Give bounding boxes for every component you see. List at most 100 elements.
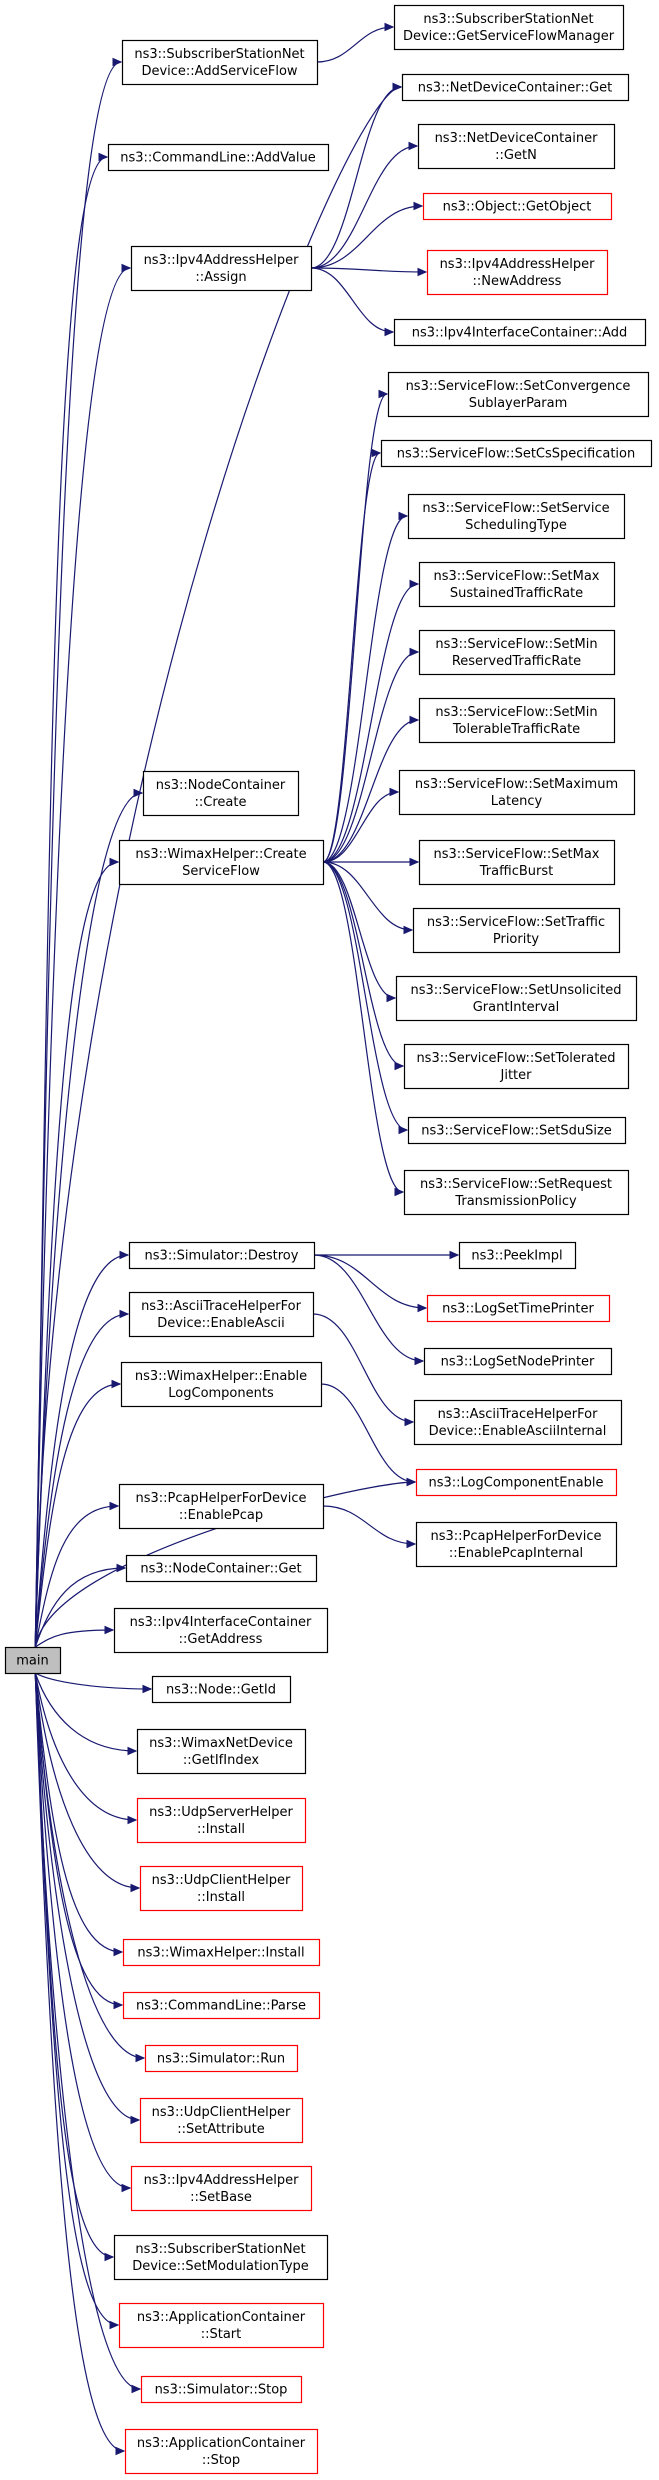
node-label: ServiceFlow <box>182 864 260 879</box>
node-box <box>380 439 653 468</box>
node-label: ns3::ServiceFlow::SetTraffic <box>427 915 605 930</box>
node-box <box>113 1607 329 1654</box>
node-ipv4-newaddr[interactable]: ns3::Ipv4AddressHelper::NewAddress <box>426 249 609 296</box>
node-ipv4ic-add[interactable]: ns3::Ipv4InterfaceContainer::Add <box>393 318 647 347</box>
node-label: ns3::LogSetNodePrinter <box>441 1355 595 1370</box>
edge-line <box>322 1505 415 1544</box>
edge-line <box>34 1672 136 1820</box>
node-nc-get[interactable]: ns3::NodeContainer::Get <box>125 1554 318 1583</box>
edge-sim-destroy-to-logsettime <box>313 1254 426 1308</box>
edge-main-to-sim-run <box>34 1672 144 2058</box>
edge-line <box>34 1672 130 2188</box>
node-box <box>107 143 330 172</box>
node-label: Priority <box>493 932 540 947</box>
edge-wimax-createsf-to-sf-setmaxsus <box>322 584 418 863</box>
node-logsetnode[interactable]: ns3::LogSetNodePrinter <box>423 1347 613 1376</box>
node-label: SublayerParam <box>469 396 568 411</box>
node-sf-setmintol[interactable]: ns3::ServiceFlow::SetMinTolerableTraffic… <box>418 697 616 744</box>
node-logsettime[interactable]: ns3::LogSetTimePrinter <box>426 1294 611 1323</box>
edge-pcap-enable-to-pcap-internal <box>322 1505 415 1544</box>
node-pcap-internal[interactable]: ns3::PcapHelperForDevice::EnablePcapInte… <box>415 1521 618 1568</box>
node-label: ns3::UdpServerHelper <box>149 1805 293 1820</box>
node-sf-setconv[interactable]: ns3::ServiceFlow::SetConvergenceSublayer… <box>387 371 650 418</box>
edge-line <box>322 861 395 998</box>
node-box <box>118 2302 325 2349</box>
node-label: ns3::ServiceFlow::SetMaximum <box>415 777 618 792</box>
edge-wimax-createsf-to-sf-setsched <box>322 516 407 863</box>
edge-main-to-sim-stop <box>34 1672 140 2389</box>
edge-line <box>34 1672 136 1751</box>
node-nc-create[interactable]: ns3::NodeContainer::Create <box>142 770 300 817</box>
node-box <box>139 1865 304 1912</box>
node-ss-addsf[interactable]: ns3::SubscriberStationNetDevice::AddServ… <box>121 39 319 86</box>
node-box <box>418 561 616 608</box>
node-wimaxnd-getifindex[interactable]: ns3::WimaxNetDevice::GetIfIndex <box>136 1728 307 1775</box>
node-sf-setreqtx[interactable]: ns3::ServiceFlow::SetRequestTransmission… <box>403 1169 630 1216</box>
node-ss-setmod[interactable]: ns3::SubscriberStationNetDevice::SetModu… <box>113 2234 329 2281</box>
node-label: ::Install <box>197 1822 245 1837</box>
edge-main-to-ipv4-assign <box>34 268 130 1648</box>
node-ipv4-setbase[interactable]: ns3::Ipv4AddressHelper::SetBase <box>130 2165 313 2212</box>
node-wimax-install[interactable]: ns3::WimaxHelper::Install <box>122 1938 321 1967</box>
node-ascii-internal[interactable]: ns3::AsciiTraceHelperForDevice::EnableAs… <box>413 1399 623 1446</box>
node-udpserver-install[interactable]: ns3::UdpServerHelper::Install <box>136 1797 307 1844</box>
node-sim-run[interactable]: ns3::Simulator::Run <box>144 2044 299 2073</box>
node-label: ns3::Object::GetObject <box>443 200 592 215</box>
node-sf-setcs[interactable]: ns3::ServiceFlow::SetCsSpecification <box>380 439 653 468</box>
node-label: ns3::Ipv4InterfaceContainer::Add <box>412 326 628 341</box>
node-obj-getobject[interactable]: ns3::Object::GetObject <box>422 192 613 221</box>
edge-line <box>34 1568 125 1648</box>
node-sf-setmaxsus[interactable]: ns3::ServiceFlow::SetMaxSustainedTraffic… <box>418 561 616 608</box>
edge-main-to-nc-create <box>34 793 142 1648</box>
node-app-stop[interactable]: ns3::ApplicationContainer::Stop <box>124 2428 319 2475</box>
node-ipv4ic-getaddr[interactable]: ns3::Ipv4InterfaceContainer::GetAddress <box>113 1607 329 1654</box>
edge-line <box>310 267 393 332</box>
node-app-start[interactable]: ns3::ApplicationContainer::Start <box>118 2302 325 2349</box>
edge-line <box>322 394 387 863</box>
edge-wimax-createsf-to-sf-setconv <box>322 394 387 863</box>
node-ascii-enable[interactable]: ns3::AsciiTraceHelperForDevice::EnableAs… <box>128 1291 315 1338</box>
node-sim-stop[interactable]: ns3::Simulator::Stop <box>140 2375 303 2404</box>
node-box <box>403 1169 630 1216</box>
node-udpclient-setattr[interactable]: ns3::UdpClientHelper::SetAttribute <box>139 2097 304 2144</box>
node-ndc-get[interactable]: ns3::NetDeviceContainer::Get <box>401 73 630 102</box>
node-pcap-enable[interactable]: ns3::PcapHelperForDevice::EnablePcap <box>118 1483 325 1530</box>
node-label: ::Assign <box>195 270 246 285</box>
edge-line <box>34 862 118 1648</box>
node-sf-setsched[interactable]: ns3::ServiceFlow::SetServiceSchedulingTy… <box>407 493 626 540</box>
node-label: ns3::ServiceFlow::SetConvergence <box>406 379 631 394</box>
node-label: ns3::WimaxHelper::Install <box>137 1946 304 1961</box>
node-label: TrafficBurst <box>479 864 553 879</box>
node-udpclient-install[interactable]: ns3::UdpClientHelper::Install <box>139 1865 304 1912</box>
node-peekimpl[interactable]: ns3::PeekImpl <box>458 1241 577 1270</box>
node-ndc-getn[interactable]: ns3::NetDeviceContainer::GetN <box>417 123 616 170</box>
edge-main-to-ipv4ic-getaddr <box>34 1630 113 1648</box>
node-sf-setunsol[interactable]: ns3::ServiceFlow::SetUnsolicitedGrantInt… <box>395 975 638 1022</box>
node-node-getid[interactable]: ns3::Node::GetId <box>151 1675 292 1704</box>
edge-line <box>322 861 407 1130</box>
node-label: ::GetIfIndex <box>183 1753 259 1768</box>
node-sim-destroy[interactable]: ns3::Simulator::Destroy <box>128 1241 316 1270</box>
node-box <box>418 629 616 676</box>
node-label: ns3::Simulator::Stop <box>155 2383 288 2398</box>
node-sf-setsdu[interactable]: ns3::ServiceFlow::SetSduSize <box>407 1116 627 1145</box>
node-ss-getsfm[interactable]: ns3::SubscriberStationNetDevice::GetServ… <box>393 4 625 51</box>
node-cl-addvalue[interactable]: ns3::CommandLine::AddValue <box>107 143 330 172</box>
node-label: ns3::NetDeviceContainer <box>435 131 599 146</box>
edge-line <box>34 1630 113 1648</box>
node-box <box>118 839 325 886</box>
edge-main-to-wimax-install <box>34 1672 122 1952</box>
node-ipv4-assign[interactable]: ns3::Ipv4AddressHelper::Assign <box>130 245 313 292</box>
node-label: ::SetAttribute <box>177 2122 265 2137</box>
node-logcompenable[interactable]: ns3::LogComponentEnable <box>415 1468 618 1497</box>
edge-line <box>310 206 422 269</box>
node-main[interactable]: main <box>4 1646 62 1675</box>
node-sf-setminres[interactable]: ns3::ServiceFlow::SetMinReservedTrafficR… <box>418 629 616 676</box>
node-cl-parse[interactable]: ns3::CommandLine::Parse <box>122 1991 321 2020</box>
